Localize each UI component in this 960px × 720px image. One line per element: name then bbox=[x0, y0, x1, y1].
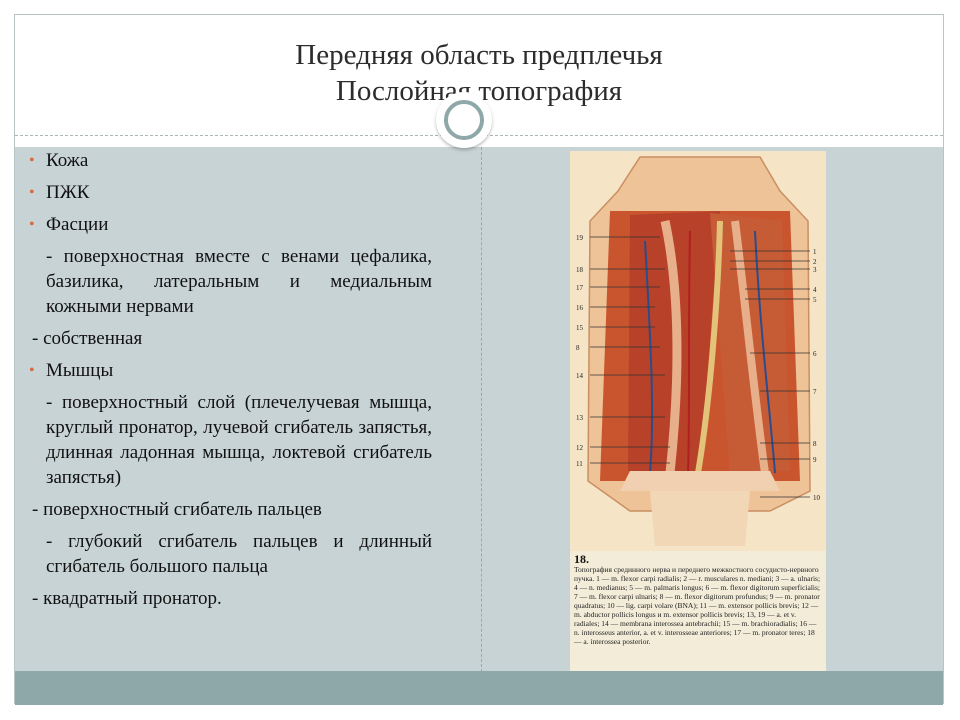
plate-label-right: 5 bbox=[813, 296, 817, 304]
slide-title: Передняя область предплечья bbox=[295, 39, 663, 71]
column-divider bbox=[481, 147, 482, 687]
plate-label-right: 1 bbox=[813, 248, 817, 256]
bottom-band bbox=[15, 671, 943, 705]
text-column: • Кожа • ПЖК • Фасции - поверхностная вм… bbox=[24, 148, 432, 618]
plate-label-right: 10 bbox=[813, 494, 821, 502]
circle-ornament-icon bbox=[436, 92, 492, 148]
fascia-proper: - собственная bbox=[32, 328, 143, 349]
plate-label-left: 14 bbox=[576, 372, 584, 380]
figure-number: 18. bbox=[574, 552, 589, 566]
muscle-deep-flexors: - глубокий сгибатель пальцев и длинный с… bbox=[46, 531, 432, 577]
plate-label-right: 6 bbox=[813, 350, 817, 358]
bullet-icon: • bbox=[29, 216, 35, 233]
bullet-item-skin: • Кожа bbox=[29, 150, 89, 171]
bullet-icon: • bbox=[29, 152, 35, 169]
bullet-item-muscles: • Мышцы bbox=[29, 360, 114, 381]
plate-label-left: 18 bbox=[576, 266, 584, 274]
plate-label-right: 2 bbox=[813, 258, 817, 266]
plate-label-left: 17 bbox=[576, 284, 584, 292]
plate-label-right: 4 bbox=[813, 286, 817, 294]
bullet-icon: • bbox=[29, 362, 35, 379]
plate-label-right: 8 bbox=[813, 440, 817, 448]
plate-label-right: 9 bbox=[813, 456, 817, 464]
plate-label-left: 19 bbox=[576, 234, 584, 242]
fascia-superficial: - поверхностная вместе с венами цефалика… bbox=[46, 246, 432, 317]
bullet-icon: • bbox=[29, 184, 35, 201]
plate-label-left: 13 bbox=[576, 414, 584, 422]
plate-label-left: 16 bbox=[576, 304, 584, 312]
plate-label-left: 8 bbox=[576, 344, 580, 352]
muscle-superficial-layer: - поверхностный слой (плечелучевая мышца… bbox=[46, 392, 432, 488]
title-area: Передняя область предплечья Послойная то… bbox=[15, 15, 943, 135]
bullet-item-fascia: • Фасции bbox=[29, 214, 109, 235]
plate-label-right: 7 bbox=[813, 388, 817, 396]
plate-label-left: 12 bbox=[576, 444, 584, 452]
figure-caption: Топография срединного нерва и переднего … bbox=[574, 565, 821, 646]
plate-label-left: 15 bbox=[576, 324, 584, 332]
muscle-flexor-superficial: - поверхностный сгибатель пальцев bbox=[32, 499, 322, 520]
muscle-pronator-quadratus: - квадратный пронатор. bbox=[32, 588, 222, 609]
bullet-item-fat: • ПЖК bbox=[29, 182, 90, 203]
plate-label-left: 11 bbox=[576, 460, 583, 468]
plate-label-right: 3 bbox=[813, 266, 817, 274]
